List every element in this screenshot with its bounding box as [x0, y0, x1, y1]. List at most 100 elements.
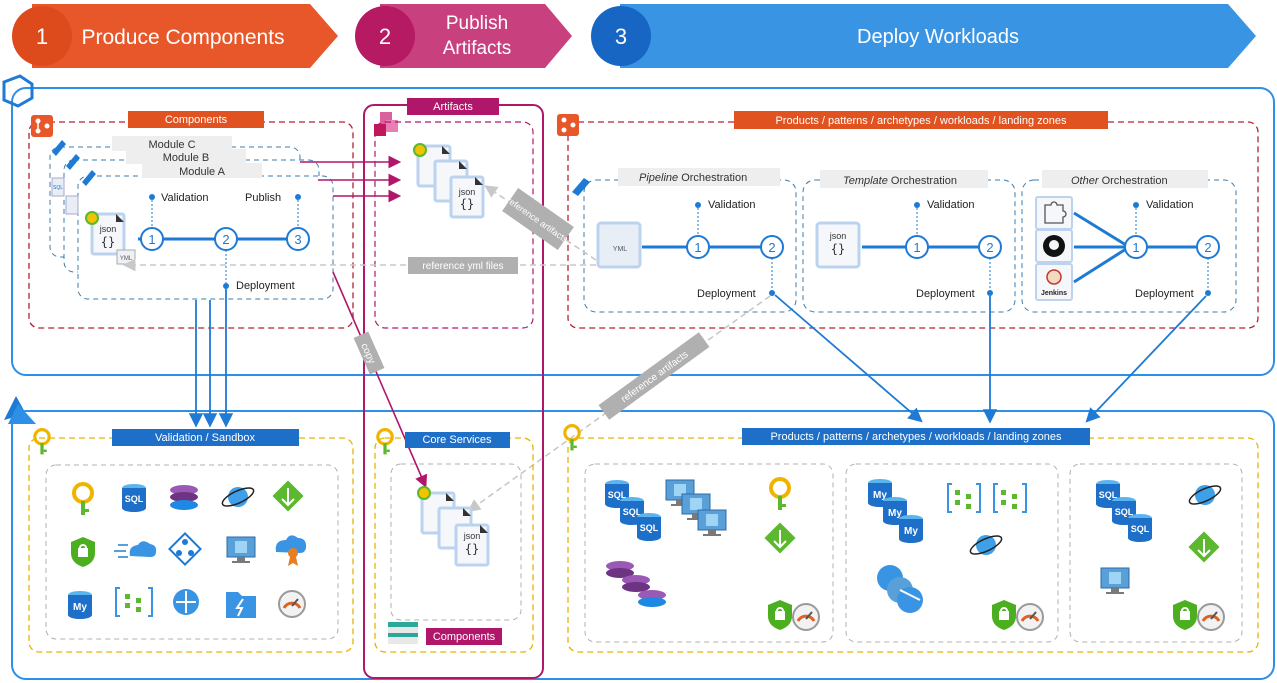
- sandbox-monitor-icon: [277, 589, 307, 619]
- sandbox-cert-icon: [275, 535, 307, 566]
- svg-text:{}: {}: [465, 542, 479, 556]
- svg-text:1: 1: [148, 232, 155, 247]
- pipeline-orchestration-title: Pipeline Orchestration: [639, 172, 747, 184]
- module-c-label: Module C: [148, 139, 195, 151]
- artifact-json-files-icon: json {}: [413, 143, 485, 219]
- template-json-file-icon: json {}: [815, 221, 861, 269]
- step-3-banner: 3 Deploy Workloads: [591, 4, 1256, 68]
- template-validation-label: Validation: [927, 199, 975, 211]
- copy-arrow: [332, 271, 428, 488]
- workload-2-gauge-icon: [1015, 602, 1045, 632]
- workload-2: [845, 463, 1059, 643]
- sandbox-function-icon: [226, 592, 256, 618]
- other-deployment-label: Deployment: [1135, 288, 1194, 300]
- svg-text:{}: {}: [101, 235, 115, 249]
- svg-text:2: 2: [768, 240, 775, 255]
- other-node-1: 1: [1124, 235, 1148, 259]
- module-validation-label: Validation: [161, 192, 209, 204]
- publish-arrows: [300, 155, 402, 203]
- repo-icon: [31, 115, 53, 137]
- module-a-label: Module A: [179, 166, 226, 178]
- workload-3-route-icon: [1188, 531, 1220, 563]
- other-orchestration-title: Other Orchestration: [1071, 175, 1168, 187]
- other-validation-label: Validation: [1146, 199, 1194, 211]
- storage-account-icon: [388, 622, 418, 644]
- sandbox-title: Validation / Sandbox: [155, 432, 256, 444]
- module-publish-label: Publish: [245, 192, 281, 204]
- svg-text:{}: {}: [460, 197, 474, 211]
- components-title: Components: [165, 114, 228, 126]
- artifacts-feed-icon: [374, 112, 398, 136]
- sandbox-subscription-key-icon: [33, 428, 51, 456]
- product-deploy-arrows: [774, 294, 1207, 424]
- github-icon: [1035, 229, 1073, 263]
- svg-text:1: 1: [694, 240, 701, 255]
- pipeline-deployment-label: Deployment: [697, 288, 756, 300]
- step-3-label: Deploy Workloads: [857, 26, 1019, 48]
- template-node-1: 1: [905, 235, 929, 259]
- puzzle-icon: [1035, 196, 1073, 230]
- svg-text:YML: YML: [613, 246, 628, 253]
- module-step-node-2: 2: [214, 227, 238, 251]
- workload-1-disk-icon: [606, 561, 666, 607]
- sandbox-cosmos-icon: [221, 487, 255, 507]
- pipeline-yml-file-icon: YML: [596, 221, 642, 269]
- module-step-node-1: 1: [140, 227, 164, 251]
- workload-2-cosmos-icon: [969, 535, 1003, 555]
- other-converge-lines: [1073, 211, 1127, 284]
- template-orchestration-title: Template Orchestration: [843, 175, 957, 187]
- workload-2-shield-icon: [991, 599, 1017, 631]
- jenkins-icon: Jenkins: [1035, 263, 1073, 301]
- pipeline-validation-label: Validation: [708, 199, 756, 211]
- step-2-label-line1: Publish: [446, 13, 508, 34]
- workload-2-mysql-icon: [868, 479, 923, 543]
- azure-logo-icon: [4, 396, 36, 424]
- svg-text:{}: {}: [831, 242, 845, 256]
- core-components-label: Components: [433, 631, 496, 643]
- svg-text:reference artifacts: reference artifacts: [619, 349, 690, 405]
- reference-artifacts-top-box: reference artifacts: [502, 188, 574, 250]
- template-node-2: 2: [978, 235, 1002, 259]
- svg-text:1: 1: [913, 240, 920, 255]
- workload-1-shield-icon: [767, 599, 793, 631]
- core-key-icon: [376, 428, 394, 456]
- step-2-banner: 2 Publish Artifacts: [355, 4, 572, 68]
- products-devops-title: Products / patterns / archetypes / workl…: [775, 115, 1067, 127]
- other-node-2: 2: [1196, 235, 1220, 259]
- step-2-number: 2: [379, 24, 391, 49]
- workload-1-vm-icon: [665, 479, 727, 537]
- artifacts-feed-boundary: [374, 121, 534, 329]
- sandbox-cdn-icon: [114, 541, 157, 558]
- svg-text:json: json: [829, 231, 847, 241]
- workload-1-key-vault-icon: [769, 477, 791, 512]
- workload-3-sql-icon: [1096, 480, 1152, 542]
- module-b-label: Module B: [163, 152, 209, 164]
- svg-text:YML: YML: [120, 256, 133, 262]
- workload-3-cosmos-icon: [1188, 485, 1222, 505]
- workload-1-route-icon: [764, 522, 796, 554]
- core-services-boundary: [374, 437, 534, 653]
- sandbox-event-hub-icon: [115, 587, 153, 617]
- module-deploy-arrows: [188, 289, 234, 428]
- workload-1-sql-icon: [605, 480, 661, 541]
- svg-text:2: 2: [1204, 240, 1211, 255]
- step-1-number: 1: [36, 24, 48, 49]
- workload-3: [1069, 463, 1243, 643]
- workload-2-front-door-icon: [877, 565, 923, 613]
- svg-text:3: 3: [294, 232, 301, 247]
- azure-container: [11, 410, 1275, 680]
- module-json-file-icon: json {} YML: [85, 211, 136, 265]
- module-deployment-label: Deployment: [236, 280, 295, 292]
- sandbox-vm-icon: [226, 536, 256, 564]
- workload-3-vm-icon: [1100, 567, 1130, 595]
- pipeline-node-1: 1: [686, 235, 710, 259]
- svg-text:SQL: SQL: [53, 185, 63, 191]
- svg-text:2: 2: [986, 240, 993, 255]
- svg-text:2: 2: [222, 232, 229, 247]
- products-azure-boundary: [567, 437, 1259, 653]
- sandbox-vnet-icon: [168, 532, 202, 566]
- workload-3-gauge-icon: [1196, 602, 1226, 632]
- reference-yml-label: reference yml files: [422, 261, 503, 272]
- step-3-number: 3: [615, 24, 627, 49]
- core-services-title: Core Services: [422, 434, 492, 446]
